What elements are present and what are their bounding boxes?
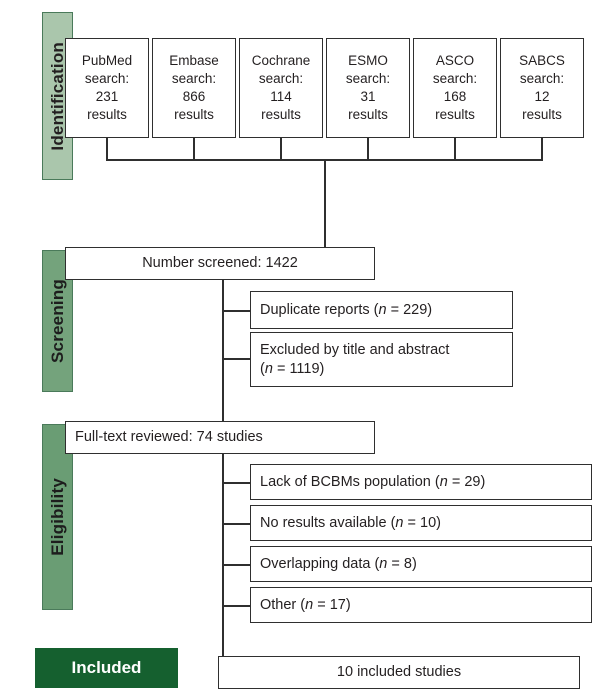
connector-source-pubmed (106, 138, 108, 160)
spine-screening (222, 280, 224, 421)
source-count: 866 (182, 89, 206, 104)
stage-bar-eligibility: Eligibility (42, 424, 73, 610)
stage-bar-included: Included (35, 648, 178, 688)
source-name: PubMed (81, 53, 133, 69)
screened-total-box: Number screened: 1422 (65, 247, 375, 280)
source-box-cochrane: Cochrane search: 114 results (239, 38, 323, 138)
connector-eligibility-exclusion-4 (222, 605, 251, 607)
source-name: SABCS (519, 53, 565, 69)
included-studies-label: 10 included studies (336, 664, 462, 681)
screening-exclusion-label-2: Excluded by title and abstract(n = 1119) (260, 341, 450, 377)
eligibility-exclusion-label-1: Lack of BCBMs population (n = 29) (260, 473, 486, 490)
screening-exclusion-label-1: Duplicate reports (n = 229) (260, 301, 433, 318)
connector-screening-exclusion-1 (222, 310, 251, 312)
source-count: 168 (443, 89, 467, 104)
source-count: 31 (360, 89, 376, 104)
connector-source-cochrane (280, 138, 282, 160)
connector-eligibility-exclusion-2 (222, 523, 251, 525)
source-label: search: (345, 71, 391, 87)
source-label: search: (258, 71, 304, 87)
connector-eligibility-exclusion-1 (222, 482, 251, 484)
connector-identification-to-screening (324, 159, 326, 248)
source-box-sabcs: SABCS search: 12 results (500, 38, 584, 138)
source-name: ASCO (435, 53, 475, 69)
source-name: Embase (169, 53, 219, 69)
connector-eligibility-exclusion-3 (222, 564, 251, 566)
source-count: 12 (534, 89, 550, 104)
connector-source-asco (454, 138, 456, 160)
connector-source-embase (193, 138, 195, 160)
eligibility-exclusion-box-overlapping: Overlapping data (n = 8) (250, 546, 592, 582)
stage-label-eligibility: Eligibility (47, 478, 67, 556)
source-unit: results (174, 106, 214, 122)
eligibility-exclusion-box-other: Other (n = 17) (250, 587, 592, 623)
eligibility-exclusion-box-bcbms: Lack of BCBMs population (n = 29) (250, 464, 592, 500)
stage-label-screening: Screening (47, 279, 67, 363)
source-unit: results (435, 106, 475, 122)
source-label: search: (84, 71, 130, 87)
spine-eligibility (222, 454, 224, 658)
fulltext-reviewed-box: Full-text reviewed: 74 studies (65, 421, 375, 454)
source-box-asco: ASCO search: 168 results (413, 38, 497, 138)
stage-label-included: Included (71, 658, 142, 677)
source-name: ESMO (348, 53, 388, 69)
source-unit: results (261, 106, 301, 122)
source-label: search: (519, 71, 565, 87)
source-count: 114 (270, 89, 292, 104)
fulltext-reviewed-label: Full-text reviewed: 74 studies (75, 429, 263, 446)
screening-exclusion-box-title-abstract: Excluded by title and abstract(n = 1119) (250, 332, 513, 387)
eligibility-exclusion-label-2: No results available (n = 10) (260, 514, 441, 531)
source-unit: results (522, 106, 562, 122)
connector-source-esmo (367, 138, 369, 160)
source-label: search: (432, 71, 478, 87)
eligibility-exclusion-label-4: Other (n = 17) (260, 596, 351, 613)
eligibility-exclusion-label-3: Overlapping data (n = 8) (260, 555, 417, 572)
source-unit: results (87, 106, 127, 122)
screening-exclusion-box-duplicates: Duplicate reports (n = 229) (250, 291, 513, 329)
source-count: 231 (95, 89, 119, 104)
connector-screening-exclusion-2 (222, 358, 251, 360)
source-name: Cochrane (251, 53, 311, 69)
included-studies-box: 10 included studies (218, 656, 580, 689)
source-label: search: (171, 71, 217, 87)
screened-total-label: Number screened: 1422 (142, 255, 298, 272)
eligibility-exclusion-box-no-results: No results available (n = 10) (250, 505, 592, 541)
source-unit: results (348, 106, 388, 122)
source-box-esmo: ESMO search: 31 results (326, 38, 410, 138)
source-box-embase: Embase search: 866 results (152, 38, 236, 138)
connector-source-sabcs (541, 138, 543, 160)
source-box-pubmed: PubMed search: 231 results (65, 38, 149, 138)
